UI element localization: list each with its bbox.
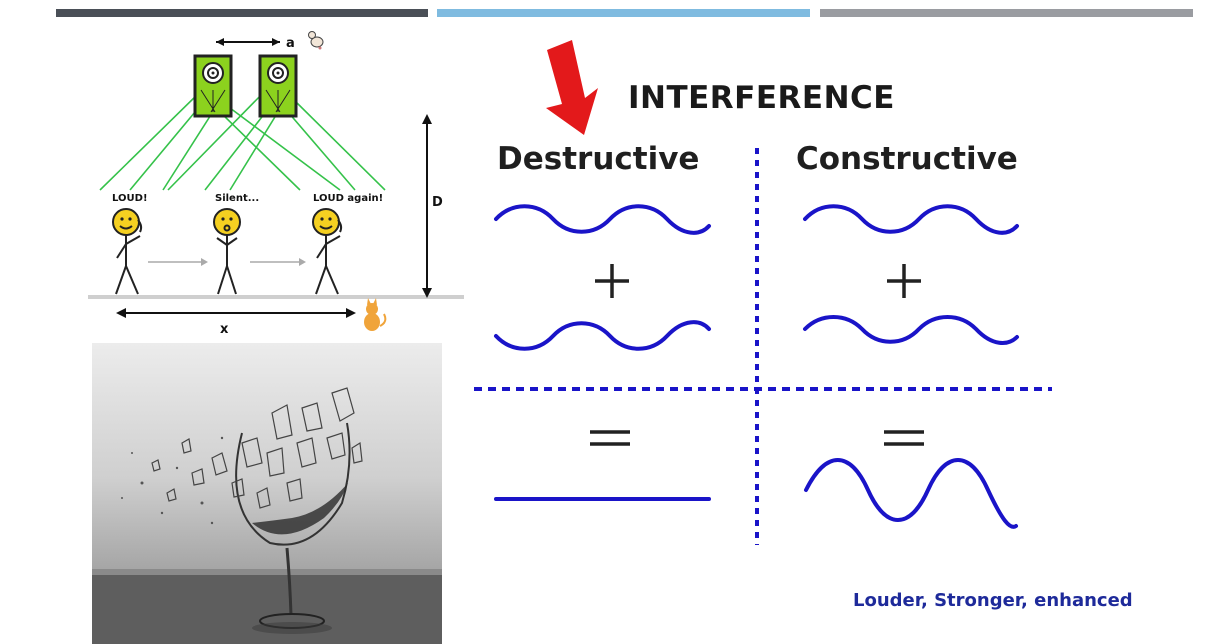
constructive-caption: Louder, Stronger, enhanced: [853, 590, 1133, 611]
position-arrow: [116, 308, 356, 318]
speaker-interference-diagram: a LOUD! Silent... LOUD: [88, 31, 464, 337]
person-caption-silent: Silent...: [215, 193, 259, 204]
destructive-wave-1: [494, 204, 711, 235]
speaker-right-icon: [258, 54, 298, 118]
top-bar-blue: [437, 9, 810, 17]
destructive-plus-icon: [595, 264, 629, 298]
spacing-arrow: [216, 38, 280, 46]
destructive-wave-2: [494, 320, 711, 351]
person-caption-loud-again: LOUD again!: [313, 193, 383, 204]
person-silent-icon: [213, 208, 241, 295]
dog-icon: [308, 31, 324, 50]
interference-title: INTERFERENCE: [628, 80, 895, 116]
constructive-result-wave: [804, 458, 1018, 529]
walk-arrows: [148, 258, 306, 266]
constructive-plus-icon: [887, 264, 921, 298]
distance-arrow: [422, 114, 432, 298]
distance-label: D: [432, 195, 443, 210]
constructive-heading: Constructive: [796, 141, 1018, 177]
top-bar-dark: [56, 9, 428, 17]
person-loud-icon: [112, 208, 143, 295]
cat-icon: [364, 298, 387, 331]
destructive-heading: Destructive: [497, 141, 700, 177]
destructive-equals-icon: [590, 430, 630, 446]
top-bar-gray: [820, 9, 1193, 17]
constructive-wave-1: [803, 204, 1019, 235]
position-label: x: [220, 322, 229, 337]
shattering-wine-glass-photo: [92, 343, 442, 644]
sound-beams: [99, 91, 386, 191]
ground-line: [88, 295, 464, 299]
constructive-wave-2: [803, 315, 1019, 345]
person-loud-again-icon: [312, 208, 343, 295]
speaker-left-icon: [193, 54, 233, 118]
person-caption-loud: LOUD!: [112, 193, 148, 204]
red-arrow-icon: [546, 40, 598, 135]
constructive-equals-icon: [884, 430, 924, 446]
spacing-label: a: [286, 36, 295, 51]
